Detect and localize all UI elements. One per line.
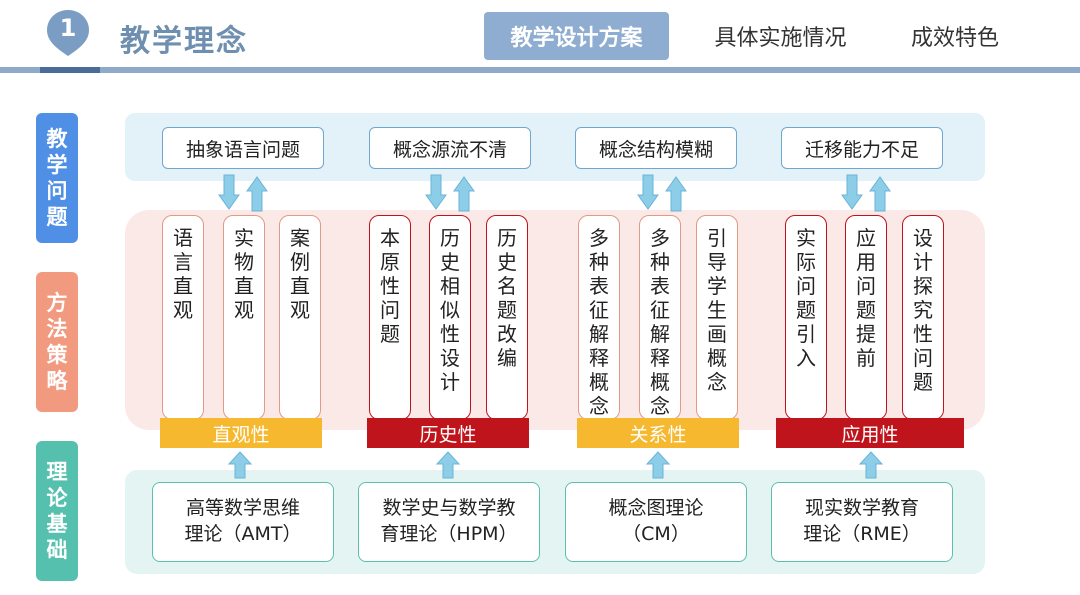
method-real-problem: 实际问题引入 (785, 215, 827, 420)
method-inquiry-design: 设计探究性问题 (902, 215, 944, 420)
method-application-first: 应用问题提前 (845, 215, 887, 420)
method-case-intuition: 案例直观 (279, 215, 321, 420)
header-divider-accent (40, 67, 100, 73)
theory-hpm: 数学史与数学教育理论（HPM） (358, 482, 540, 562)
theory-rme: 现实数学教育理论（RME） (771, 482, 953, 562)
category-intuitive: 直观性 (160, 418, 322, 448)
theory-amt: 高等数学思维理论（AMT） (152, 482, 334, 562)
category-historical: 历史性 (367, 418, 529, 448)
up-down-arrows-icon (218, 174, 268, 212)
tab-teaching-design[interactable]: 教学设计方案 (484, 12, 669, 60)
up-arrow-icon (435, 451, 461, 479)
up-arrow-icon (227, 451, 253, 479)
up-down-arrows-icon (841, 174, 891, 212)
method-historical-similarity: 历史相似性设计 (429, 215, 471, 420)
up-down-arrows-icon (637, 174, 687, 212)
number-badge-label: 1 (59, 14, 77, 42)
problem-transfer-ability: 迁移能力不足 (781, 127, 943, 169)
problem-concept-origin: 概念源流不清 (369, 127, 531, 169)
method-multi-representation-1: 多种表征解释概念 (578, 215, 620, 420)
row-label-methods: 方法策略 (36, 272, 78, 412)
up-arrow-icon (858, 451, 884, 479)
method-original-problem: 本原性问题 (369, 215, 411, 420)
method-multi-representation-2: 多种表征解释概念 (639, 215, 681, 420)
methods-band (125, 210, 985, 430)
theory-cm: 概念图理论（CM） (565, 482, 747, 562)
up-arrow-icon (645, 451, 671, 479)
tab-implementation[interactable]: 具体实施情况 (714, 26, 847, 51)
category-applied: 应用性 (776, 418, 964, 448)
method-object-intuition: 实物直观 (223, 215, 265, 420)
row-label-problems: 教学问题 (36, 113, 78, 243)
number-badge-icon (47, 10, 89, 56)
row-label-theory: 理论基础 (36, 441, 78, 581)
header-divider (0, 67, 1080, 73)
method-language-intuition: 语言直观 (162, 215, 204, 420)
problem-abstract-language: 抽象语言问题 (162, 127, 324, 169)
problem-concept-structure: 概念结构模糊 (575, 127, 737, 169)
category-relational: 关系性 (577, 418, 739, 448)
method-draw-concept: 引导学生画概念 (696, 215, 738, 420)
method-historical-problems: 历史名题改编 (486, 215, 528, 420)
page-title: 教学理念 (120, 24, 248, 59)
tab-results[interactable]: 成效特色 (910, 26, 999, 51)
up-down-arrows-icon (425, 174, 475, 212)
